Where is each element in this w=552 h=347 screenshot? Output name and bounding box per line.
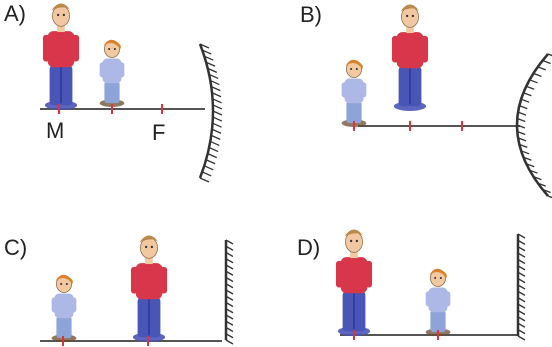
plane-mirror-d xyxy=(516,233,526,341)
panel-label-a: A) xyxy=(4,1,26,26)
adult-figure xyxy=(391,4,429,111)
child-figure xyxy=(425,268,451,336)
adult-figure xyxy=(335,229,373,336)
child-figure xyxy=(99,39,125,107)
child-figure xyxy=(341,59,367,127)
adult-figure xyxy=(130,235,168,342)
concave-mirror xyxy=(198,43,223,183)
panel-label-b: B) xyxy=(300,2,322,27)
child-figure xyxy=(51,274,77,342)
point-label-f: F xyxy=(152,120,166,145)
panel-label-c: C) xyxy=(4,235,28,260)
plane-mirror-c xyxy=(224,239,234,345)
adult-figure xyxy=(42,3,80,110)
panel-label-d: D) xyxy=(297,235,321,260)
convex-mirror xyxy=(515,53,552,199)
point-label-m: M xyxy=(46,118,65,143)
